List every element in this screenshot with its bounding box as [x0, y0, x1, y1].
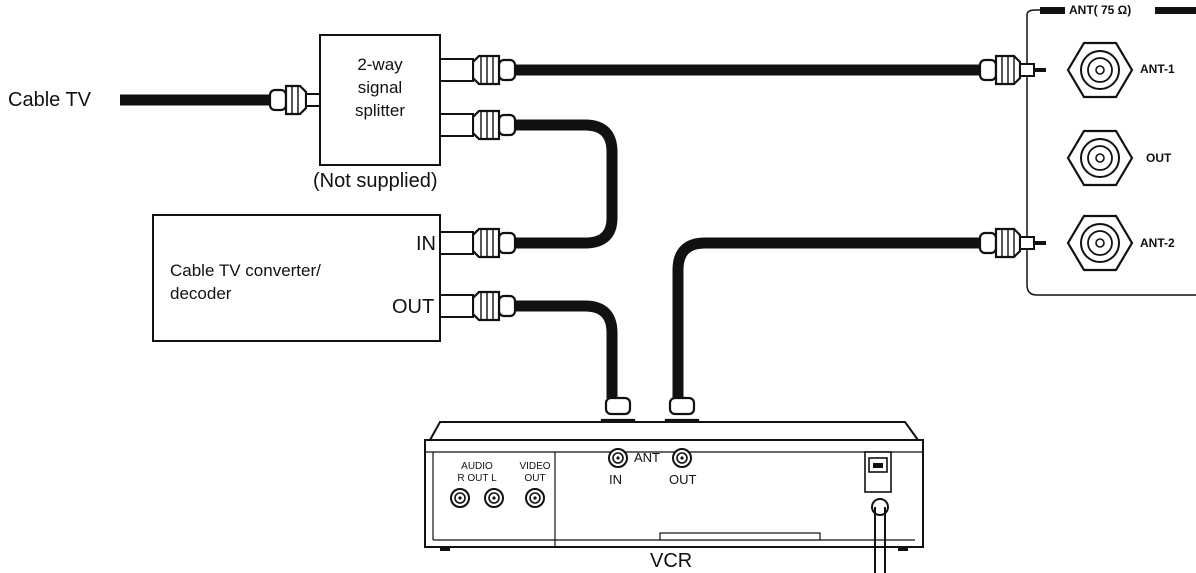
- vcr-label: VCR: [650, 550, 693, 572]
- tv-ant1-terminal: [1066, 41, 1134, 99]
- converter-box: [152, 214, 441, 342]
- tv-out-terminal: [1066, 129, 1134, 187]
- vcr-audio-label: AUDIO: [461, 461, 493, 472]
- splitter-box: [319, 34, 441, 166]
- tv-ant1-label: ANT-1: [1140, 62, 1175, 76]
- splitter-line1: 2-way: [357, 55, 403, 74]
- converter-line1: Cable TV converter/: [170, 261, 321, 280]
- cables: [120, 64, 985, 398]
- vcr-audio-channels-label: R OUT L: [457, 473, 497, 484]
- vcr-ant-label: ANT: [634, 450, 660, 465]
- splitter-line2: signal: [357, 78, 403, 97]
- splitter-note: (Not supplied): [313, 170, 438, 192]
- tv-panel-header: ANT( 75 Ω): [1069, 3, 1132, 17]
- converter-line2: decoder: [170, 284, 232, 303]
- vcr-ant-in-label: IN: [609, 472, 622, 487]
- tv-ant2-label: ANT-2: [1140, 236, 1175, 250]
- connectors: [268, 54, 1046, 456]
- vcr-video-label: VIDEO: [519, 461, 551, 472]
- converter-out-label: OUT: [392, 296, 435, 318]
- vcr-unit: [424, 421, 924, 573]
- vcr-ant-out-label: OUT: [669, 472, 697, 487]
- tv-out-label: OUT: [1146, 151, 1172, 165]
- splitter-line3: splitter: [354, 101, 406, 120]
- converter-in-label: IN: [416, 233, 436, 255]
- cable-tv-label: Cable TV: [8, 89, 92, 111]
- tv-ant2-terminal: [1066, 214, 1134, 272]
- vcr-video-out-label: OUT: [524, 473, 546, 484]
